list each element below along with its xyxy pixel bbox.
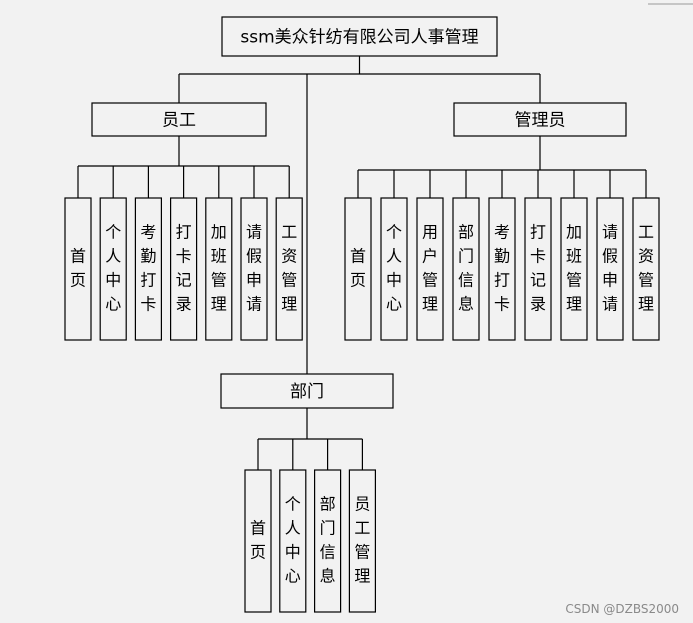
admin-leaf-node-box: [344, 197, 372, 341]
employee-leaf-node-box: [134, 197, 162, 341]
diagram-nodes: ssm美众针纺有限公司人事管理员工首页个人中心考勤打卡打卡记录加班管理请假申请工…: [64, 16, 660, 613]
department-leaf-node: 首页: [244, 469, 272, 613]
admin-leaf-node-label: 加班管理: [566, 223, 582, 314]
employee-leaf-node-label: 加班管理: [211, 223, 227, 314]
department-leaf-node-label: 员工管理: [354, 495, 370, 586]
employee-leaf-node-box: [205, 197, 233, 341]
admin-leaf-node-box: [416, 197, 444, 341]
employee-node-box: [91, 102, 267, 137]
admin-node-label: 管理员: [515, 111, 566, 131]
department-leaf-node-box: [348, 469, 376, 613]
admin-leaf-node-box: [560, 197, 588, 341]
admin-leaf-node-box: [380, 197, 408, 341]
admin-leaf-node-box: [452, 197, 480, 341]
admin-leaf-node: 用户管理: [416, 197, 444, 341]
department-leaf-node-label: 个人中心: [285, 495, 301, 586]
admin-leaf-node-box: [596, 197, 624, 341]
employee-leaf-node-box: [64, 197, 92, 341]
department-leaf-node-label: 首页: [250, 519, 266, 562]
department-leaf-node-box: [279, 469, 307, 613]
admin-leaf-node-box: [524, 197, 552, 341]
root-node: ssm美众针纺有限公司人事管理: [221, 16, 498, 57]
employee-leaf-node-box: [99, 197, 127, 341]
employee-leaf-node-box: [240, 197, 268, 341]
admin-leaf-node: 首页: [344, 197, 372, 341]
admin-leaf-node-label: 请假申请: [602, 223, 618, 314]
admin-leaf-node: 个人中心: [380, 197, 408, 341]
admin-leaf-node: 加班管理: [560, 197, 588, 341]
connector-lines: [77, 56, 647, 470]
department-leaf-node-label: 部门信息: [320, 495, 336, 586]
department-node-box: [220, 373, 394, 409]
employee-leaf-node-label: 首页: [70, 247, 86, 290]
employee-leaf-node: 考勤打卡: [134, 197, 162, 341]
department-leaf-node: 部门信息: [314, 469, 342, 613]
department-node: 部门: [220, 373, 394, 409]
department-leaf-node-box: [314, 469, 342, 613]
admin-leaf-node-label: 打卡记录: [530, 223, 546, 314]
admin-leaf-node-label: 首页: [350, 247, 366, 290]
admin-leaf-node-label: 考勤打卡: [494, 223, 510, 314]
employee-leaf-node-label: 打卡记录: [176, 223, 192, 314]
employee-node: 员工: [91, 102, 267, 137]
department-node-label: 部门: [290, 382, 324, 402]
admin-leaf-node-label: 工资管理: [638, 223, 654, 314]
employee-leaf-node: 加班管理: [205, 197, 233, 341]
employee-leaf-node-label: 考勤打卡: [140, 223, 156, 314]
root-node-label: ssm美众针纺有限公司人事管理: [240, 28, 478, 48]
employee-leaf-node: 打卡记录: [170, 197, 198, 341]
employee-leaf-node: 请假申请: [240, 197, 268, 341]
admin-node-box: [453, 102, 627, 137]
employee-leaf-node-label: 工资管理: [281, 223, 297, 314]
employee-leaf-node: 个人中心: [99, 197, 127, 341]
admin-leaf-node: 请假申请: [596, 197, 624, 341]
admin-node: 管理员: [453, 102, 627, 137]
admin-leaf-node-label: 用户管理: [422, 223, 438, 314]
employee-leaf-node-label: 个人中心: [105, 223, 121, 314]
root-node-box: [221, 16, 498, 57]
employee-leaf-node-box: [275, 197, 303, 341]
watermark-text: CSDN @DZBS2000: [565, 602, 679, 616]
admin-leaf-node: 工资管理: [632, 197, 660, 341]
employee-node-label: 员工: [162, 111, 196, 131]
admin-leaf-node: 部门信息: [452, 197, 480, 341]
employee-leaf-node-label: 请假申请: [246, 223, 262, 314]
employee-leaf-node: 工资管理: [275, 197, 303, 341]
department-leaf-node-box: [244, 469, 272, 613]
admin-leaf-node: 考勤打卡: [488, 197, 516, 341]
department-leaf-node: 员工管理: [348, 469, 376, 613]
department-leaf-node: 个人中心: [279, 469, 307, 613]
employee-leaf-node-box: [170, 197, 198, 341]
admin-leaf-node-label: 个人中心: [386, 223, 402, 314]
admin-leaf-node-box: [632, 197, 660, 341]
admin-leaf-node-box: [488, 197, 516, 341]
employee-leaf-node: 首页: [64, 197, 92, 341]
admin-leaf-node-label: 部门信息: [458, 223, 474, 314]
admin-leaf-node: 打卡记录: [524, 197, 552, 341]
